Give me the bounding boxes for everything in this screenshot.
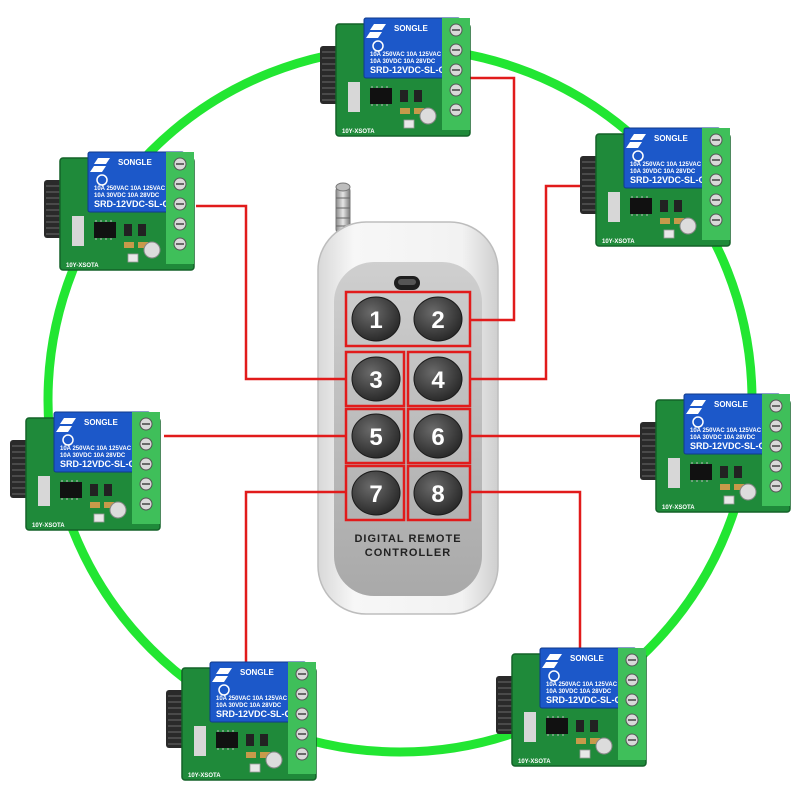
button-1-label: 1 [369, 307, 382, 334]
relay-module-right [639, 393, 791, 513]
remote-button-5[interactable]: 5 [351, 413, 401, 459]
remote-label-line1: DIGITAL REMOTE [354, 533, 461, 545]
remote-button-2[interactable]: 2 [413, 296, 463, 342]
relay-module-bottom-right [495, 647, 647, 767]
remote-button-7[interactable]: 7 [351, 470, 401, 516]
remote-button-6[interactable]: 6 [413, 413, 463, 459]
remote-button-8[interactable]: 8 [413, 470, 463, 516]
relay-module-top-right [579, 127, 731, 247]
button-5-label: 5 [369, 424, 382, 451]
button-8-label: 8 [431, 481, 444, 508]
button-4-label: 4 [431, 367, 445, 394]
button-6-label: 6 [431, 424, 444, 451]
remote-button-3[interactable]: 3 [351, 356, 401, 402]
remote-label-line2: CONTROLLER [365, 547, 451, 559]
remote-buttons: 1 2 3 4 5 6 7 8 [351, 296, 463, 516]
wiring [164, 76, 640, 668]
relay-module-bottom-left [165, 661, 317, 781]
button-3-label: 3 [369, 367, 382, 394]
relay-module-top-left [43, 151, 195, 271]
relay-module-left [9, 411, 161, 531]
relay-module-top [319, 17, 471, 137]
button-2-label: 2 [431, 307, 444, 334]
remote-button-4[interactable]: 4 [413, 356, 463, 402]
remote-button-1[interactable]: 1 [351, 296, 401, 342]
button-7-label: 7 [369, 481, 382, 508]
